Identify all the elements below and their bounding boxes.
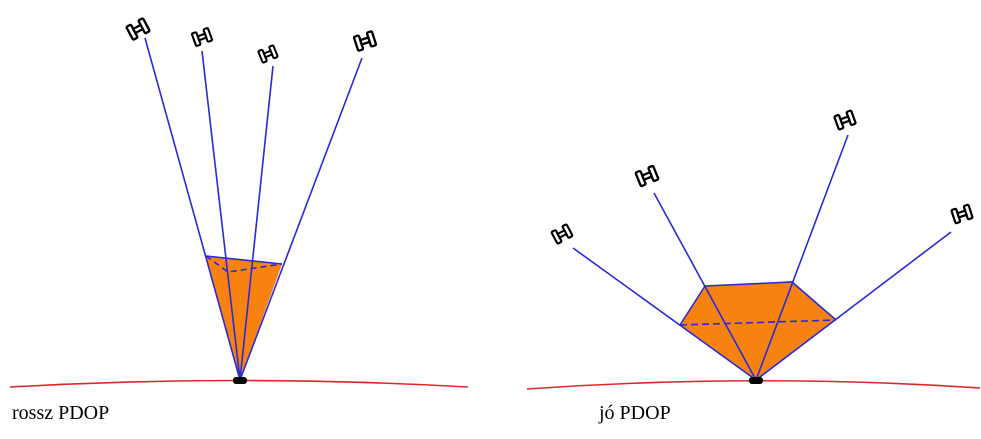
satellite-icon: [190, 26, 214, 48]
satellite-icon: [352, 29, 378, 53]
receiver-icon: [749, 377, 763, 384]
satellite-icon: [634, 164, 660, 188]
panel-bad-pdop: [9, 16, 469, 388]
panel-good-pdop: [526, 109, 981, 390]
signal-lines: [144, 37, 363, 381]
signal-lines: [572, 134, 952, 381]
satellite-icon: [833, 109, 857, 131]
satellite-icon: [125, 16, 151, 42]
error-volume-edges: [205, 255, 283, 273]
receiver-icon: [233, 377, 247, 384]
error-volume: [206, 256, 282, 380]
error-volume: [680, 282, 836, 380]
error-volume-edges: [679, 281, 837, 326]
caption-bad-pdop: rossz PDOP: [12, 402, 110, 424]
satellite-icon: [257, 44, 279, 64]
satellite-icon: [550, 223, 574, 245]
satellite-icon: [950, 203, 974, 225]
caption-good-pdop: jó PDOP: [599, 402, 671, 424]
